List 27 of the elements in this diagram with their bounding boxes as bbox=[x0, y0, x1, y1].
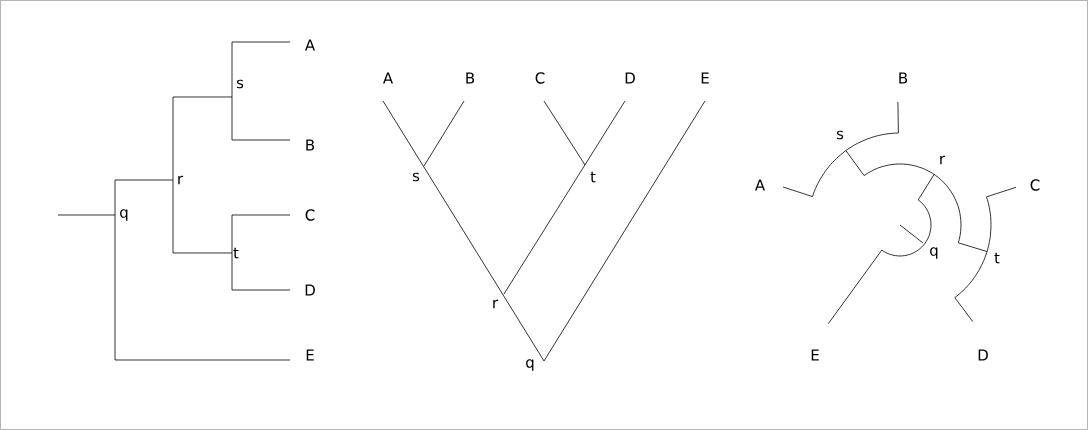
tree-label: r bbox=[178, 175, 184, 185]
tree-label: s bbox=[236, 79, 244, 89]
tree-label: E bbox=[811, 349, 819, 361]
tree-label: D bbox=[625, 72, 635, 84]
tree-label: r bbox=[940, 155, 946, 165]
tree-label: s bbox=[836, 130, 844, 140]
tree-label: D bbox=[305, 284, 315, 296]
tree-label: C bbox=[305, 209, 315, 221]
tree-label: q bbox=[526, 359, 534, 371]
tree-label: q bbox=[120, 209, 128, 221]
tree-label: q bbox=[930, 247, 938, 259]
tree-label: A bbox=[755, 179, 765, 191]
tree-label: t bbox=[994, 252, 1000, 264]
tree-label: s bbox=[412, 172, 420, 182]
tree-label: A bbox=[383, 72, 393, 84]
tree-label: C bbox=[1030, 179, 1040, 191]
tree-label: B bbox=[466, 72, 475, 84]
tree-label: E bbox=[306, 349, 314, 361]
tree-label: t bbox=[590, 171, 596, 183]
tree-label: B bbox=[306, 139, 315, 151]
tree-label: E bbox=[701, 72, 709, 84]
tree-label: r bbox=[493, 299, 499, 309]
tree-label: C bbox=[535, 72, 545, 84]
tree-label: D bbox=[978, 349, 988, 361]
tree-label: B bbox=[899, 72, 908, 84]
tree-label: t bbox=[233, 247, 239, 259]
tree-label: A bbox=[305, 39, 315, 51]
